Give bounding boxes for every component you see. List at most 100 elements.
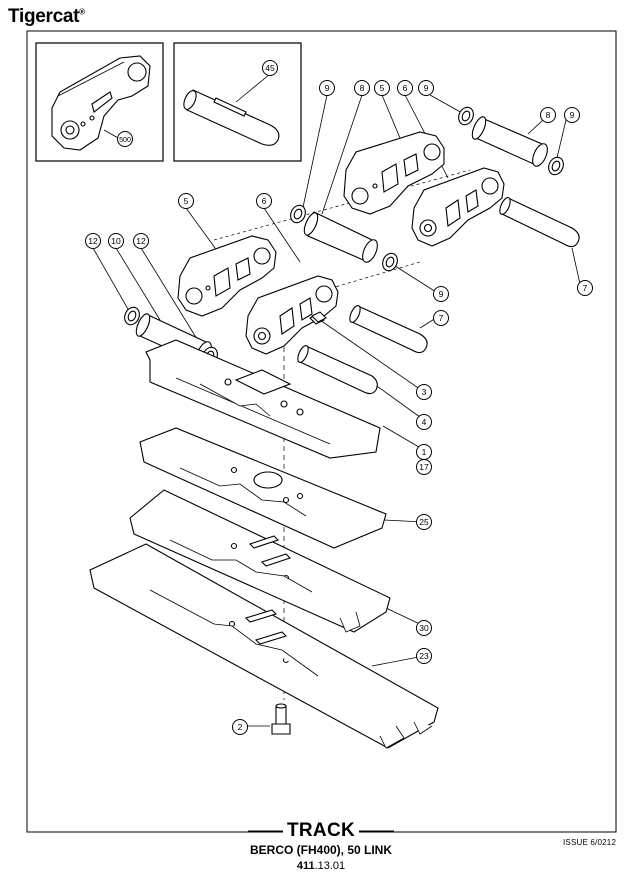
track-shoe-1 <box>145 339 381 459</box>
track-shoe-30 <box>129 489 391 633</box>
callout-8b: 8 <box>540 107 556 123</box>
callout-9b: 9 <box>418 80 434 96</box>
callout-9d: 9 <box>433 286 449 302</box>
callout-25: 25 <box>416 514 432 530</box>
callout-label: 17 <box>419 462 429 472</box>
callout-label: 7 <box>439 313 444 323</box>
bushing-8-right <box>471 116 548 167</box>
brand-mark: ® <box>79 7 85 17</box>
callout-17: 17 <box>416 459 432 475</box>
callout-30: 30 <box>416 620 432 636</box>
callout-12b: 12 <box>133 233 149 249</box>
callout-label: 9 <box>439 289 444 299</box>
callout-circle <box>416 514 432 530</box>
issue-label: ISSUE 6/0212 <box>563 838 617 847</box>
seals-9 <box>290 106 564 272</box>
nut-3 <box>311 311 327 323</box>
inset-box-link <box>35 42 164 162</box>
pin-4 <box>297 345 378 395</box>
callout-label: 9 <box>570 110 575 120</box>
callout-6b: 6 <box>256 193 272 209</box>
callout-circle <box>133 233 149 249</box>
lower-track-link-5 <box>177 235 277 317</box>
lower-track-link-6 <box>245 275 339 355</box>
page-subtitle: BERCO (FH400), 50 LINK <box>249 843 393 857</box>
callout-circle <box>354 80 370 96</box>
callout-label: 500 <box>119 137 131 144</box>
page-code-rest: .13.01 <box>314 860 346 872</box>
callout-label: 3 <box>422 387 427 397</box>
callout-circle <box>232 719 248 735</box>
callout-7b: 7 <box>433 310 449 326</box>
callout-circle <box>416 648 432 664</box>
callout-9c: 9 <box>564 107 580 123</box>
callout-circle <box>108 233 124 249</box>
callout-circle <box>433 310 449 326</box>
pin-7-center <box>349 305 428 354</box>
track-shoe-23 <box>89 543 439 749</box>
callout-circle <box>416 620 432 636</box>
callout-label: 7 <box>583 283 588 293</box>
callout-circle <box>433 286 449 302</box>
callout-circle <box>374 80 390 96</box>
callout-label: 6 <box>262 196 267 206</box>
callout-5a: 5 <box>374 80 390 96</box>
callout-label: 25 <box>419 517 429 527</box>
callout-label: 12 <box>136 236 146 246</box>
callout-circle <box>117 131 133 147</box>
bushing-8-left <box>303 211 378 263</box>
inset-link-part <box>51 55 151 151</box>
callout-10: 10 <box>108 233 124 249</box>
callout-23: 23 <box>416 648 432 664</box>
bolt-2 <box>271 703 291 735</box>
callout-label: 8 <box>546 110 551 120</box>
brand-name: Tigercat <box>8 6 80 27</box>
callout-label: 9 <box>424 83 429 93</box>
upper-track-link-5 <box>343 131 445 215</box>
callout-circle <box>262 60 278 76</box>
callout-label: 6 <box>403 83 408 93</box>
track-shoe-25 <box>139 427 387 549</box>
callout-4: 4 <box>416 414 432 430</box>
page-code-bold: 411 <box>296 860 315 872</box>
callout-6a: 6 <box>397 80 413 96</box>
callout-label: 9 <box>325 83 330 93</box>
callout-5b: 5 <box>178 193 194 209</box>
callout-circle <box>85 233 101 249</box>
callout-circle <box>416 459 432 475</box>
callout-label: 1 <box>422 447 427 457</box>
callout-9a: 9 <box>319 80 335 96</box>
brand-logo: Tigercat® <box>8 6 85 28</box>
callout-label: 2 <box>238 722 243 732</box>
callout-label: 5 <box>380 83 385 93</box>
upper-track-link-6 <box>411 167 505 247</box>
callout-label: 8 <box>360 83 365 93</box>
callout-label: 5 <box>184 196 189 206</box>
callout-label: 12 <box>88 236 98 246</box>
inset-box-pin <box>173 42 302 162</box>
inset-pin-part <box>183 89 280 146</box>
callout-circle <box>256 193 272 209</box>
callout-label: 4 <box>422 417 427 427</box>
callout-circle <box>577 280 593 296</box>
callout-circle <box>418 80 434 96</box>
callout-label: 30 <box>419 623 429 633</box>
callout-3: 3 <box>416 384 432 400</box>
leader-lines <box>92 73 581 727</box>
callout-2: 2 <box>232 719 248 735</box>
callout-label: 10 <box>111 236 121 246</box>
callout-group: 500 45 9 8 5 6 9 8 9 5 6 12 10 12 9 7 7 3 4 1 17 25 30 23 2 <box>85 60 593 735</box>
callout-1: 1 <box>416 444 432 460</box>
callout-500: 500 <box>117 131 133 147</box>
callout-label: 45 <box>265 63 275 73</box>
callout-circle <box>540 107 556 123</box>
callout-circle <box>397 80 413 96</box>
footer-title-bar: TRACK <box>0 820 642 842</box>
page-title: TRACK <box>283 820 359 841</box>
callout-circle <box>178 193 194 209</box>
page-code: 411.13.01 <box>0 860 642 872</box>
callout-circle <box>319 80 335 96</box>
callout-circle <box>416 384 432 400</box>
pin-7-right <box>499 197 580 248</box>
